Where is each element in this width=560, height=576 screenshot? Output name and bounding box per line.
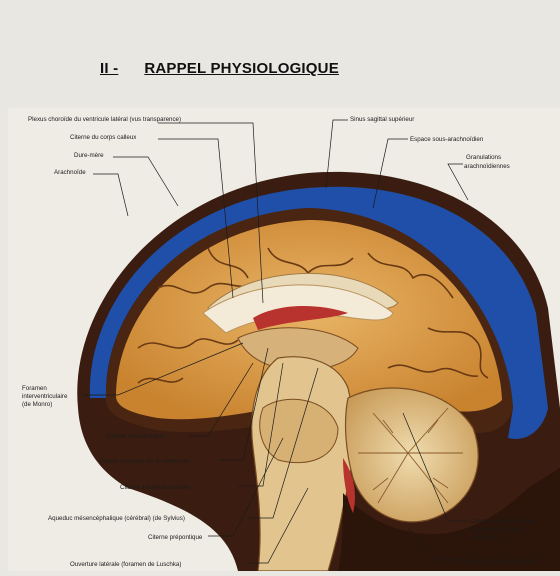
label-foramen-2: interventriculaire (22, 393, 68, 400)
label-citerne-prepontique: Citerne prépontique (148, 534, 203, 541)
label-plexus-3e: Plexus choroïde du 3e ventricule (100, 458, 190, 465)
label-dure-mere: Dure-mère (74, 152, 104, 159)
label-citerne-corps-calleux: Citerne du corps calleux (70, 134, 137, 141)
section-number: II - (100, 60, 118, 77)
label-espace-sous-arachnoidien: Espace sous-arachnoïdien (410, 136, 484, 143)
label-granulations-2: arachnoïdiennes (464, 163, 510, 170)
label-citerne-chiasmatique: Citerne chiasmatique (106, 433, 165, 440)
section-heading: II - RAPPEL PHYSIOLOGIQUE (100, 60, 339, 77)
label-granulations-1: Granulations (466, 154, 501, 161)
label-ouverture-laterale: Ouverture latérale (foramen de Luschka) (70, 561, 181, 568)
label-arachnoide: Arachnoïde (54, 169, 86, 176)
label-citerne-cerebello-medullaire: Citerne cérébello-médullaire (460, 558, 538, 565)
section-title: RAPPEL PHYSIOLOGIQUE (144, 60, 339, 77)
brain-illustration: Plexus choroïde du ventricule latéral (v… (8, 108, 560, 571)
label-citerne-quadrigeminale-1: Citerne quadrigéminale (470, 518, 535, 525)
label-citerne-quadrigeminale-3: cérébrale) (470, 534, 498, 541)
label-foramen-3: (de Monro) (22, 401, 52, 408)
label-aqueduc: Aqueduc mésencéphalique (cérébral) (de S… (48, 515, 185, 522)
label-foramen-1: Foramen (22, 385, 47, 392)
label-plexus-lateral: Plexus choroïde du ventricule latéral (v… (28, 116, 181, 123)
label-citerne-quadrigeminale-2: (de la grande veine (470, 526, 524, 533)
brain-sagittal-figure: Plexus choroïde du ventricule latéral (v… (8, 108, 560, 571)
label-citerne-interpedonculaire: Citerne interpédonculaire (120, 484, 190, 491)
label-sinus-sagittal: Sinus sagittal supérieur (350, 116, 414, 123)
